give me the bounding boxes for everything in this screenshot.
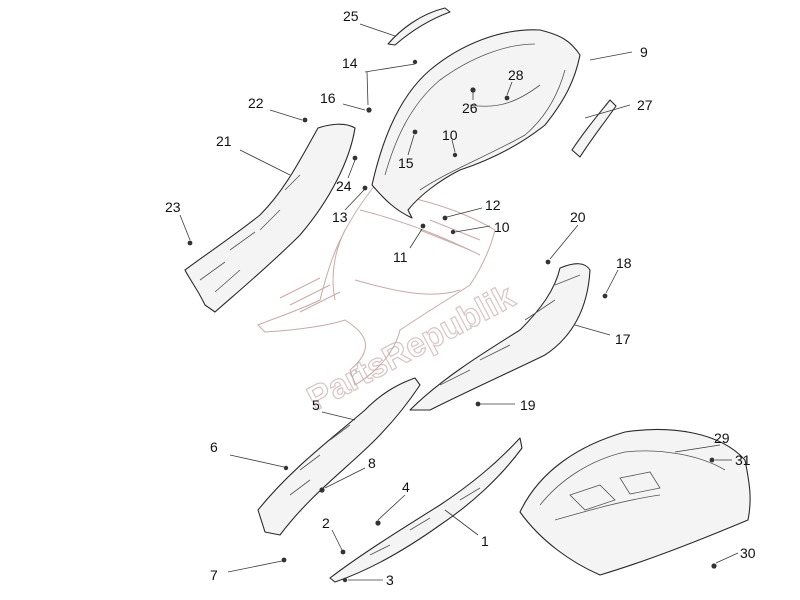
callout-7: 7 — [210, 567, 218, 583]
callout-30: 30 — [740, 545, 756, 561]
callout-13: 13 — [332, 209, 348, 225]
callout-3: 3 — [386, 572, 394, 588]
part-9-rear-side-panel — [371, 29, 581, 219]
callout-10-upper: 10 — [442, 127, 458, 143]
clip-4 — [375, 520, 381, 526]
clip-24 — [352, 155, 358, 161]
part-21-front-side-cover — [184, 123, 356, 313]
callout-6: 6 — [210, 439, 218, 455]
screw-23 — [187, 240, 193, 246]
callout-29: 29 — [714, 430, 730, 446]
callout-10-lower: 10 — [494, 219, 510, 235]
clip-30 — [711, 563, 717, 569]
callout-20: 20 — [570, 209, 586, 225]
part-5-floor-side-strip — [257, 377, 421, 536]
callout-4: 4 — [402, 479, 410, 495]
callout-labels: 25 9 14 28 16 22 26 27 21 10 15 24 13 23… — [165, 8, 756, 588]
clip-7 — [281, 557, 287, 563]
callout-9: 9 — [640, 44, 648, 60]
callout-18: 18 — [616, 255, 632, 271]
clip-20 — [545, 259, 551, 265]
screw-22 — [302, 117, 308, 123]
callout-12: 12 — [485, 197, 501, 213]
callout-5: 5 — [312, 397, 320, 413]
callout-14: 14 — [342, 55, 358, 71]
screw-18 — [602, 293, 608, 299]
frame-floor-outline — [257, 184, 496, 386]
callout-19: 19 — [520, 397, 536, 413]
callout-17: 17 — [615, 331, 631, 347]
callout-11: 11 — [393, 249, 408, 265]
part-27-reflector — [571, 99, 617, 158]
callout-27: 27 — [637, 97, 653, 113]
hardware-fasteners — [187, 59, 717, 583]
clip-28 — [504, 95, 510, 101]
clip-3 — [342, 577, 348, 583]
callout-23: 23 — [165, 199, 181, 215]
clip-12 — [442, 215, 448, 221]
screw-6 — [283, 465, 289, 471]
part-29-under-seat-tray — [519, 428, 751, 576]
screw-19 — [475, 401, 481, 407]
callout-24: 24 — [336, 178, 352, 194]
part-1-floor-side-strip — [329, 437, 523, 583]
screw-14 — [412, 59, 418, 65]
callout-15: 15 — [398, 155, 414, 171]
callout-2: 2 — [322, 515, 330, 531]
clip-16 — [366, 107, 372, 113]
callout-25: 25 — [343, 8, 359, 24]
clip-15 — [412, 129, 418, 135]
clip-8 — [319, 487, 325, 493]
callout-21: 21 — [216, 133, 232, 149]
screw-2 — [340, 549, 346, 555]
callout-1: 1 — [481, 533, 489, 549]
callout-16: 16 — [320, 90, 336, 106]
screw-10b — [450, 229, 456, 235]
screw-31 — [709, 457, 715, 463]
leader-lines — [179, 23, 739, 581]
callout-31: 31 — [735, 452, 751, 468]
callout-22: 22 — [248, 95, 264, 111]
clip-11 — [420, 223, 426, 229]
callout-26: 26 — [462, 100, 478, 116]
part-17-rear-lower-panel — [409, 263, 591, 411]
screw-10a — [452, 152, 458, 158]
clip-26 — [470, 87, 476, 93]
callout-8: 8 — [368, 455, 376, 471]
callout-28: 28 — [508, 67, 524, 83]
part-25-trim — [387, 7, 451, 46]
screw-13 — [362, 185, 368, 191]
